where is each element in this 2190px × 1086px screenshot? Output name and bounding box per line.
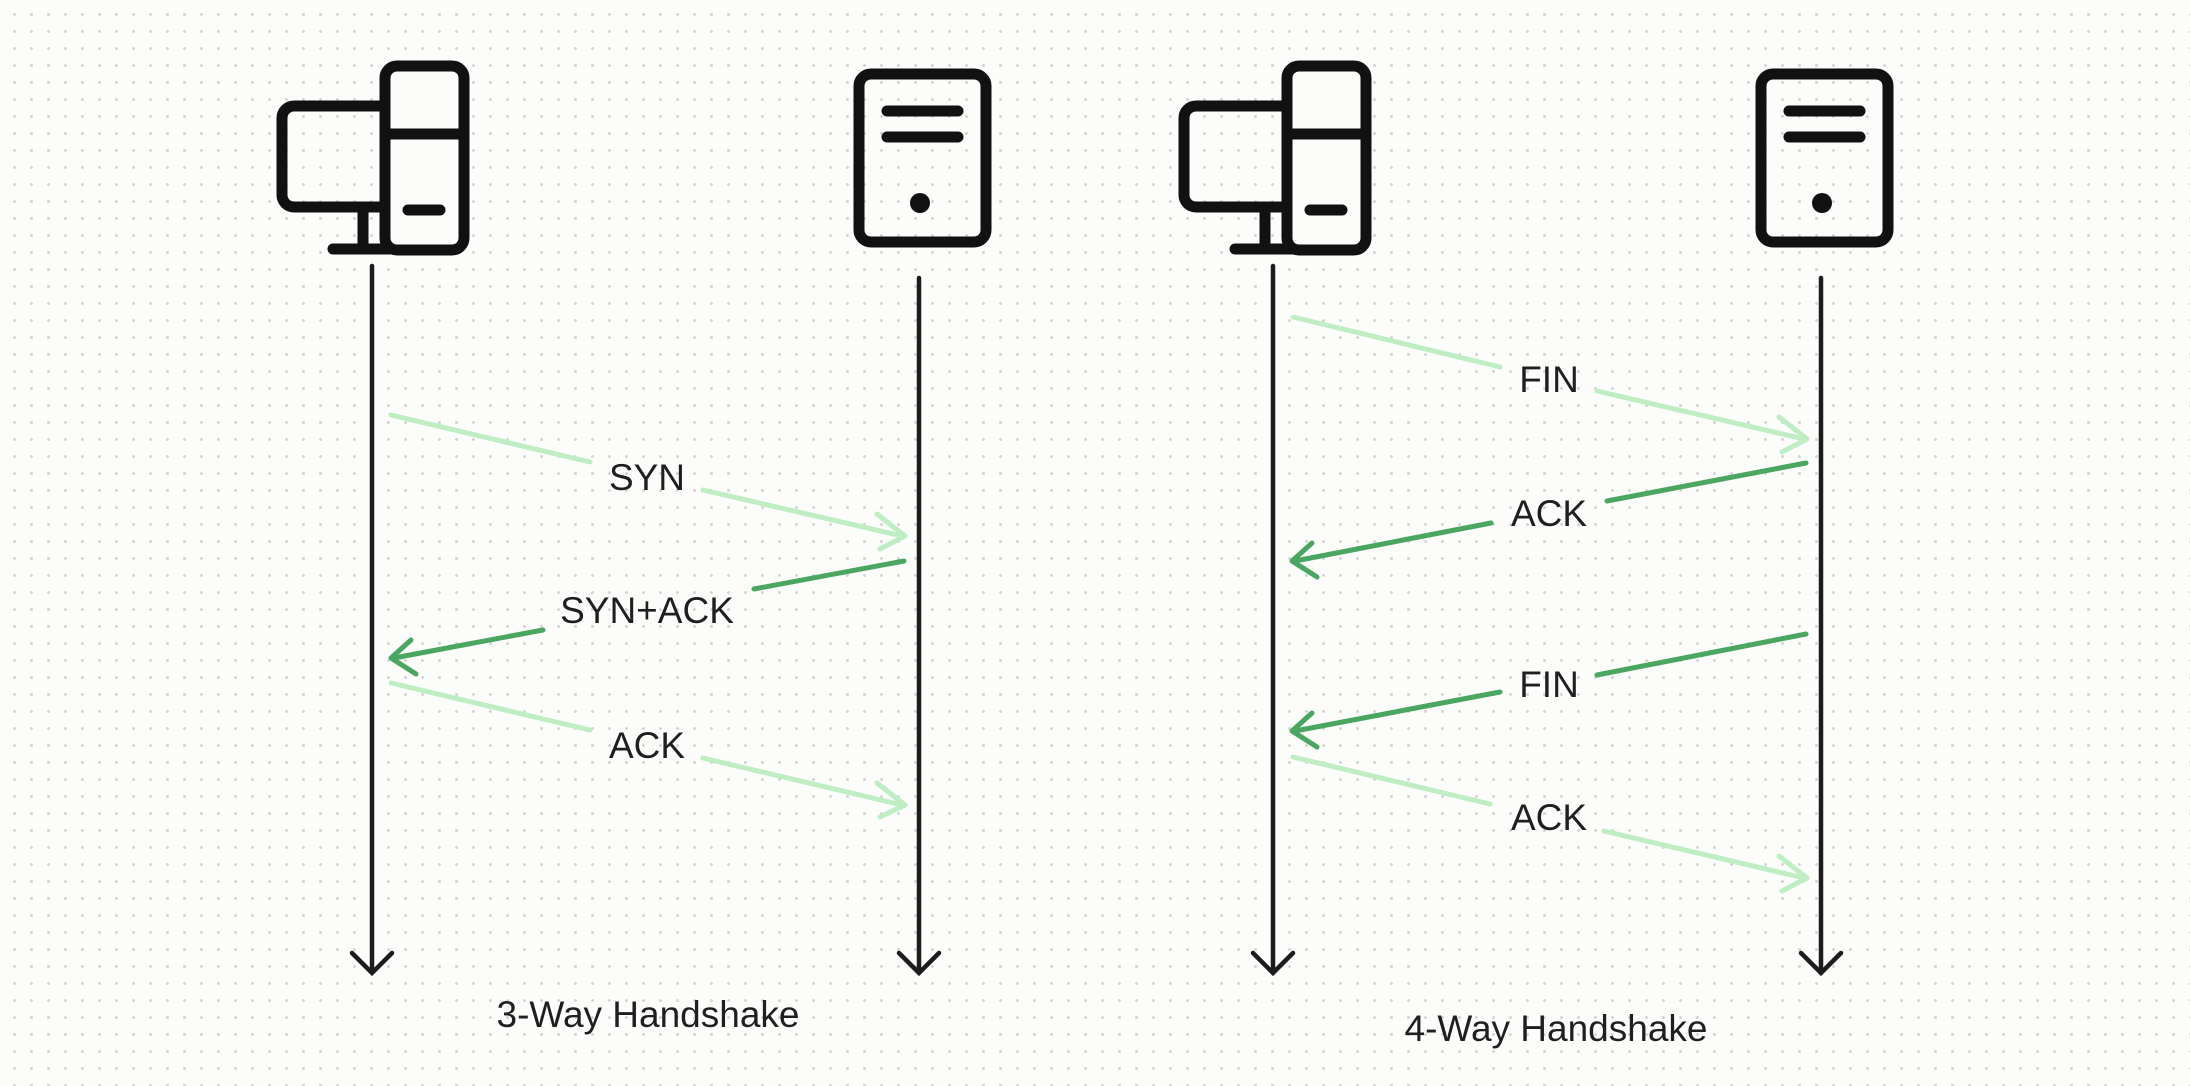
message-label: ACK bbox=[1511, 493, 1587, 534]
message-label: FIN bbox=[1519, 359, 1579, 400]
server-icon bbox=[1755, 68, 1894, 248]
message-ack: ACK bbox=[1289, 460, 1809, 580]
diagram-caption: 4-Way Handshake bbox=[1405, 1008, 1708, 1049]
diagram-caption: 3-Way Handshake bbox=[497, 994, 800, 1035]
message-fin: FIN bbox=[1289, 631, 1809, 750]
message-label: FIN bbox=[1519, 664, 1579, 705]
message-ack: ACK bbox=[388, 680, 908, 820]
message-syn-ack: SYN+ACK bbox=[388, 558, 907, 677]
message-fin: FIN bbox=[1290, 314, 1810, 455]
server-lifeline bbox=[1798, 275, 1844, 977]
three-way-handshake-diagram: SYN SYN+ACK ACK 3-Way Handshake bbox=[276, 60, 992, 1035]
server-icon bbox=[853, 68, 992, 248]
message-label: ACK bbox=[1511, 797, 1587, 838]
client-lifeline bbox=[1250, 263, 1296, 977]
message-label: SYN+ACK bbox=[560, 590, 734, 631]
client-lifeline bbox=[349, 263, 395, 977]
message-label: ACK bbox=[609, 725, 685, 766]
message-ack: ACK bbox=[1290, 754, 1810, 894]
four-way-handshake-diagram: FIN ACK FIN ACK 4-Way Handshake bbox=[1178, 60, 1894, 1049]
message-syn: SYN bbox=[388, 412, 908, 552]
desktop-computer-icon bbox=[1178, 60, 1372, 256]
message-label: SYN bbox=[609, 457, 685, 498]
desktop-computer-icon bbox=[276, 60, 470, 256]
server-lifeline bbox=[896, 275, 942, 977]
